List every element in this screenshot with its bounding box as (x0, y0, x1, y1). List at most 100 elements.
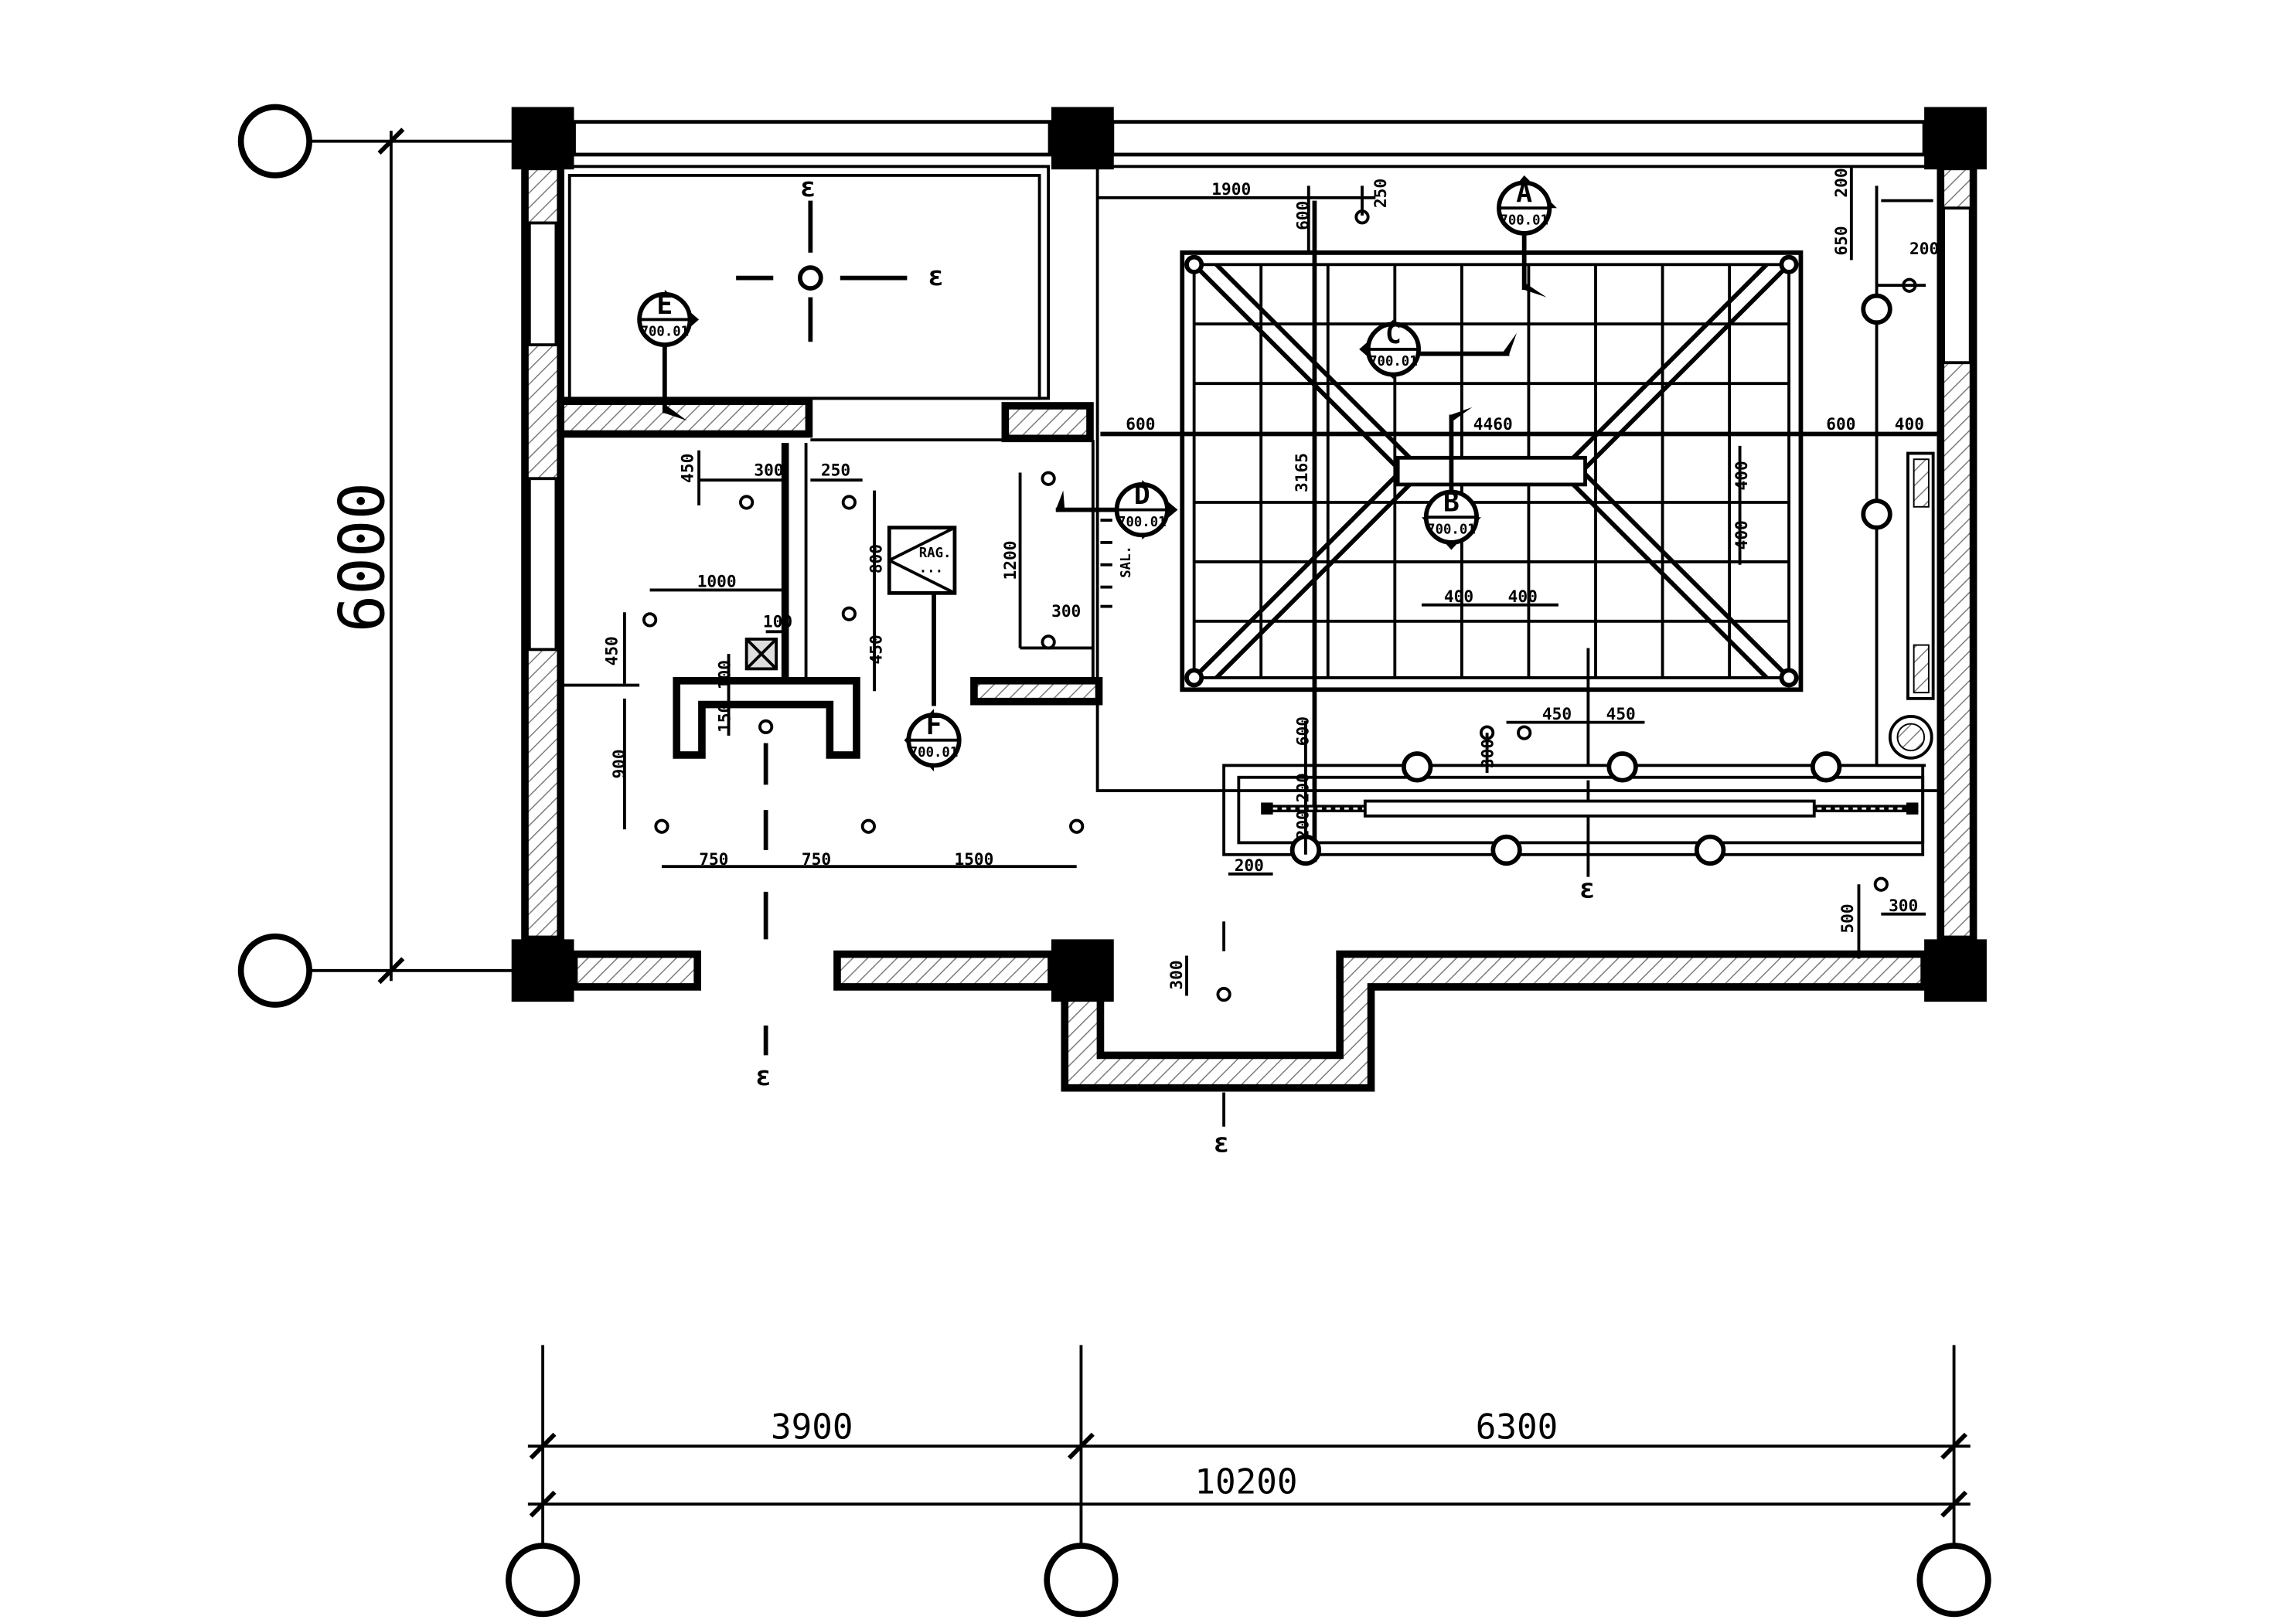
downlight-icon (1810, 751, 1842, 783)
dim-text: 150 (714, 703, 734, 733)
dim-text: 200 (1293, 810, 1313, 839)
dim-text: 450 (601, 636, 621, 665)
dim-text: 3165 (1292, 453, 1311, 492)
dimension-texts: 1900 600 250 200 650 200 600 4460 600 40… (601, 168, 1939, 989)
dim-text: 1500 (954, 849, 993, 869)
downlight-icon (1861, 498, 1892, 530)
dim-bay-right: 6300 (1476, 1408, 1558, 1448)
vertical-note: SAL. (1119, 546, 1134, 578)
column-icon (1924, 939, 1987, 1002)
spotlight-icon (654, 818, 669, 834)
dim-text: 300 (1477, 739, 1497, 768)
downlight-icon (797, 265, 823, 291)
section-ref: 700.01 (1118, 515, 1166, 530)
downlight-icon (1861, 293, 1892, 325)
section-markers: A 700.01 B 700.01 C 700.01 (637, 175, 1557, 772)
grid-bubble-icon (1916, 1543, 1991, 1618)
section-letter: B (1443, 488, 1460, 519)
section-ref: 700.01 (1500, 213, 1548, 228)
section-ref: 700.01 (1427, 522, 1475, 537)
dim-text: 200 (1909, 239, 1939, 258)
dim-text: 300 (1167, 960, 1186, 989)
dim-text: 1200 (1000, 541, 1020, 580)
section-ref: 700.01 (910, 745, 958, 760)
section-letter: E (656, 290, 673, 321)
grid-bubble-icon (237, 104, 312, 179)
section-ref: 700.01 (1369, 354, 1417, 369)
dim-text: 800 (867, 544, 886, 573)
centerline-icon: ε (755, 1061, 772, 1092)
dim-text: 400 (1732, 461, 1751, 490)
dim-text: 400 (1895, 414, 1924, 434)
spotlight-icon (860, 818, 876, 834)
grid-bubbles (237, 104, 1991, 1618)
spotlight-icon (758, 719, 774, 734)
dim-text: 900 (609, 749, 629, 778)
dim-text: 450 (867, 635, 886, 664)
dim-overall-height: 6000 (326, 482, 399, 632)
dim-text: 500 (1838, 903, 1857, 933)
column-icon (1051, 107, 1114, 170)
dim-text: 300 (1889, 896, 1918, 915)
dim-text: 200 (1831, 168, 1851, 197)
dim-text: 100 (763, 612, 792, 631)
spotlight-icon (841, 606, 857, 621)
dim-text: 450 (1542, 704, 1572, 723)
dim-text: 750 (699, 849, 728, 869)
equipment-tag: RAG. (919, 546, 952, 561)
height-dimension: 6000 (326, 128, 405, 985)
section-letter: A (1516, 179, 1532, 209)
room-lower-left: RAG. ... ε (673, 438, 1095, 1092)
section-letter: F (926, 710, 942, 741)
equipment-tag-2: ... (919, 560, 943, 576)
dim-bay-left: 3900 (771, 1408, 853, 1448)
dim-text: 600 (1826, 414, 1855, 434)
centerline-icon: ε (1214, 1128, 1230, 1159)
dim-text: 300 (754, 460, 783, 479)
dim-text: 650 (1831, 226, 1851, 255)
dim-text: 400 (1444, 587, 1473, 606)
airflow-arrows (1100, 519, 1112, 608)
dim-text: 400 (1508, 587, 1538, 606)
dim-text: 750 (802, 849, 831, 869)
spotlight-icon (642, 612, 658, 628)
dim-text: 400 (1732, 520, 1751, 550)
section-marker-D: D 700.01 (1055, 480, 1178, 540)
spotlight-icon (1069, 818, 1085, 834)
section-ref: 700.01 (641, 325, 689, 340)
grid-bubble-icon (1044, 1543, 1119, 1618)
spotlight-icon (1216, 986, 1231, 1002)
dim-text: 1900 (1211, 179, 1251, 199)
dim-text: 250 (821, 460, 850, 479)
section-marker-A: A 700.01 (1497, 175, 1557, 298)
column-icon (511, 107, 574, 170)
dim-text: 600 (1293, 201, 1313, 230)
width-dimensions: 3900 6300 10200 (527, 1345, 1971, 1546)
spotlight-icon (1041, 471, 1056, 486)
dim-text: 450 (1606, 704, 1636, 723)
right-fixtures (1222, 185, 1935, 856)
dim-text: 100 (714, 660, 734, 689)
section-marker-C: C 700.01 (1359, 319, 1518, 379)
grid-bubble-icon (237, 933, 312, 1008)
column-icon (511, 939, 574, 1002)
section-marker-B: B 700.01 (1421, 407, 1481, 550)
column-icon (1051, 939, 1114, 1002)
section-marker-E: E 700.01 (637, 290, 700, 421)
dim-text: 450 (677, 454, 697, 483)
dim-text: 1000 (697, 572, 737, 591)
walls (511, 107, 1987, 1092)
spotlight-icon (1041, 635, 1056, 650)
spotlight-icon (739, 495, 755, 510)
dim-overall-width: 10200 (1194, 1463, 1297, 1502)
column-icon (1924, 107, 1987, 170)
dimension-lines (564, 166, 1941, 996)
dim-text: 4460 (1473, 414, 1513, 434)
section-letter: C (1385, 319, 1402, 350)
downlight-icon (1694, 834, 1726, 866)
coffered-ceiling: ε ε (1095, 165, 1943, 1159)
spotlight-icon (841, 495, 857, 510)
centerline-icon: ε (800, 172, 816, 203)
section-letter: D (1134, 480, 1150, 511)
